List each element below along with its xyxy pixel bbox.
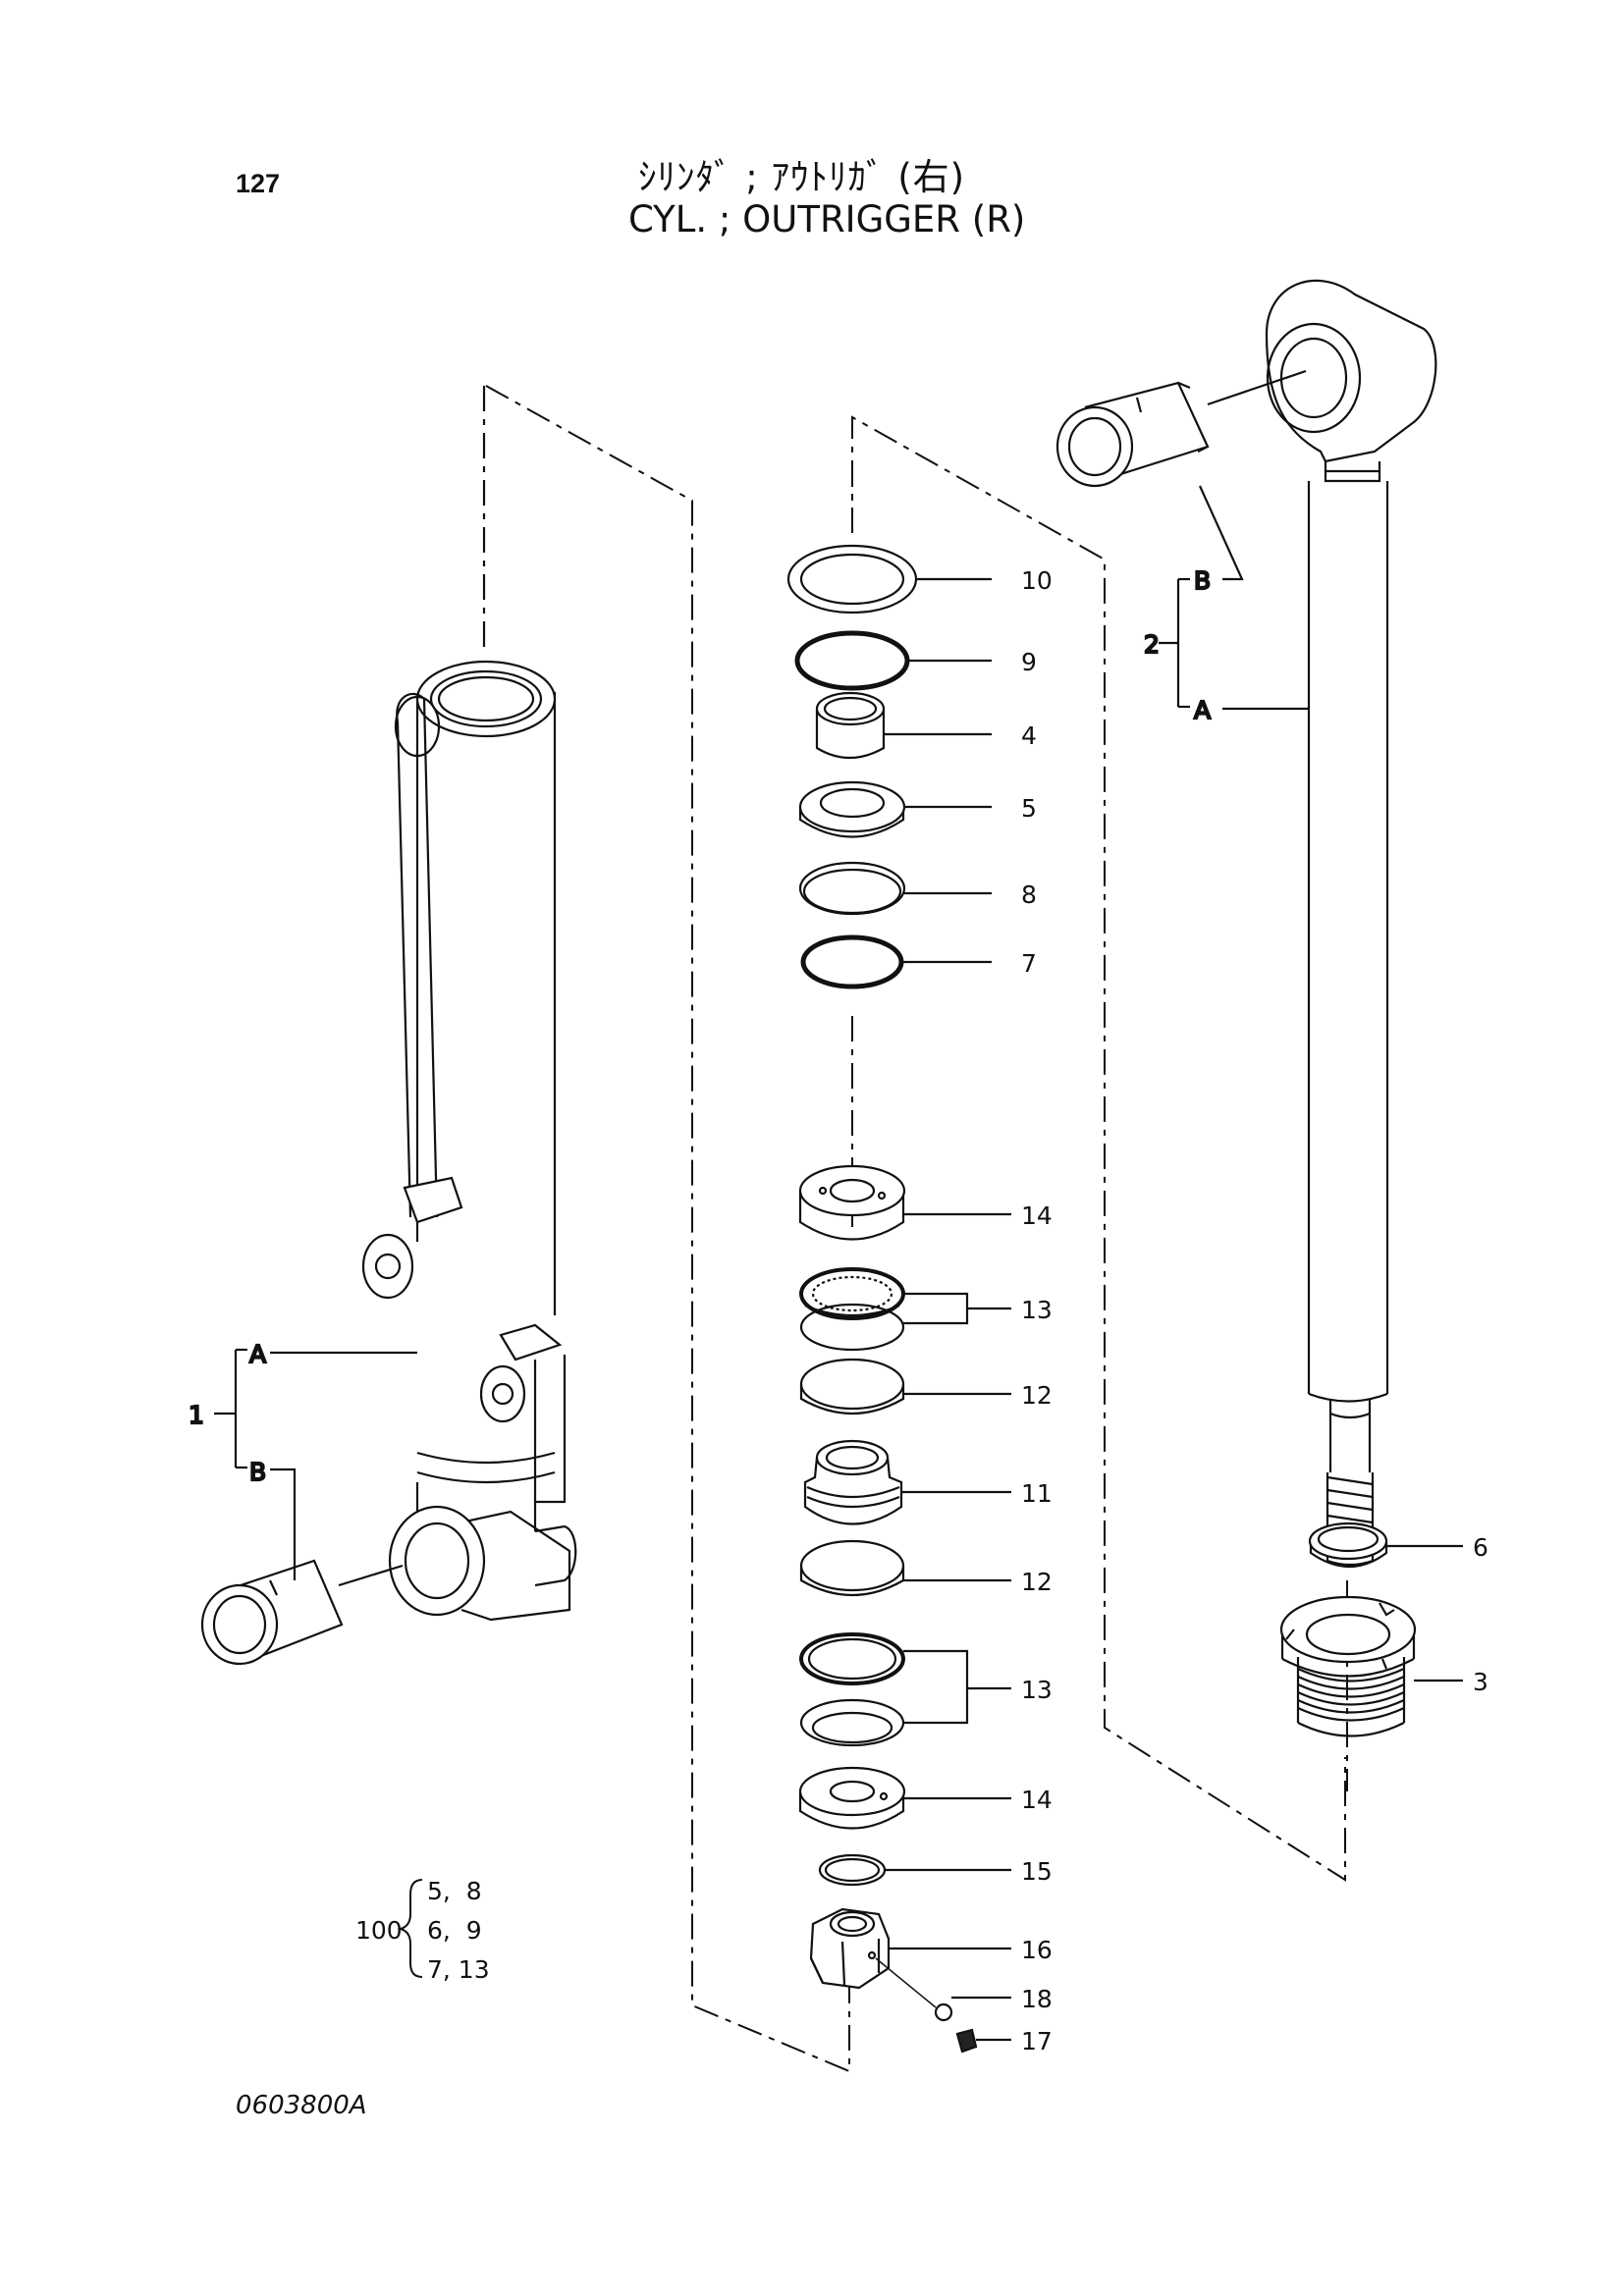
drawing-code: 0603800A — [236, 2091, 367, 2120]
callout-12-bottom: 12 — [1021, 1568, 1053, 1596]
cylinder-tube — [338, 386, 577, 1622]
piston-rod — [1207, 279, 1437, 1791]
kit-100-row-3: 7, 13 — [427, 1955, 490, 1984]
assembly-2-sub-a-label: A — [1194, 696, 1211, 724]
part-4-bushing — [815, 691, 992, 759]
assembly-2-bracket — [1159, 485, 1309, 711]
callout-13-top: 13 — [1021, 1296, 1053, 1324]
part-13-bearing-bottom — [799, 1632, 1011, 1747]
bushing-right — [1055, 381, 1210, 488]
assembly-2-sub-b-label: B — [1194, 566, 1211, 595]
callout-6: 6 — [1473, 1533, 1488, 1562]
assembly-1-sub-a-label: A — [249, 1340, 266, 1368]
part-7-oring — [800, 934, 992, 989]
callout-14-top: 14 — [1021, 1201, 1053, 1230]
dashed-link-left — [485, 385, 850, 2073]
part-16-nut — [809, 1907, 1011, 1990]
part-5-packing — [798, 780, 992, 838]
part-17-setscrew — [955, 2028, 1011, 2054]
kit-100-group: 100 5, 8 6, 9 7, 13 — [355, 1877, 490, 1984]
callout-15: 15 — [1021, 1857, 1053, 1886]
assembly-2-label: 2 — [1144, 630, 1160, 659]
dashed-link-center — [851, 415, 1346, 1882]
callout-12-top: 12 — [1021, 1381, 1053, 1410]
part-15-ring — [818, 1853, 1011, 1887]
part-9-oring — [794, 630, 992, 691]
part-10-ring — [786, 544, 992, 614]
kit-100-label: 100 — [355, 1916, 403, 1945]
kit-100-row-1: 5, 8 — [427, 1877, 482, 1905]
page-number: 127 — [236, 169, 281, 198]
part-12-ring-bottom — [799, 1539, 1011, 1596]
part-18-ball — [875, 1957, 1011, 2022]
callout-14-bottom: 14 — [1021, 1786, 1053, 1814]
callout-8: 8 — [1021, 881, 1037, 909]
title-japanese: ｼﾘﾝﾀﾞ ; ｱｳﾄﾘｶﾞ (右) — [638, 156, 966, 198]
callout-18: 18 — [1021, 1985, 1053, 2013]
part-3-gland — [1279, 1595, 1463, 1737]
callout-13-bottom: 13 — [1021, 1676, 1053, 1704]
part-8-ring — [798, 861, 992, 916]
callout-4: 4 — [1021, 721, 1037, 750]
part-14-washer-top — [798, 1164, 1011, 1241]
kit-100-row-2: 6, 9 — [427, 1916, 482, 1945]
bushing-left — [200, 1559, 344, 1666]
assembly-1-bracket — [214, 1348, 417, 1580]
part-12-ring-top — [799, 1358, 1011, 1415]
callout-9: 9 — [1021, 648, 1037, 676]
callout-10: 10 — [1021, 566, 1053, 595]
callout-3: 3 — [1473, 1668, 1488, 1696]
callout-11: 11 — [1021, 1479, 1053, 1508]
callout-17: 17 — [1021, 2027, 1053, 2056]
callout-5: 5 — [1021, 794, 1037, 823]
assembly-1-label: 1 — [189, 1401, 204, 1429]
title-english: CYL. ; OUTRIGGER (R) — [628, 198, 1026, 240]
part-14-washer-bottom — [798, 1766, 1011, 1830]
part-6-seal — [1308, 1522, 1463, 1569]
callout-16: 16 — [1021, 1936, 1053, 1964]
part-13-bearing-top — [799, 1267, 1011, 1352]
callout-7: 7 — [1021, 949, 1037, 978]
assembly-1-sub-b-label: B — [249, 1458, 266, 1486]
part-11-piston — [803, 1439, 1011, 1525]
